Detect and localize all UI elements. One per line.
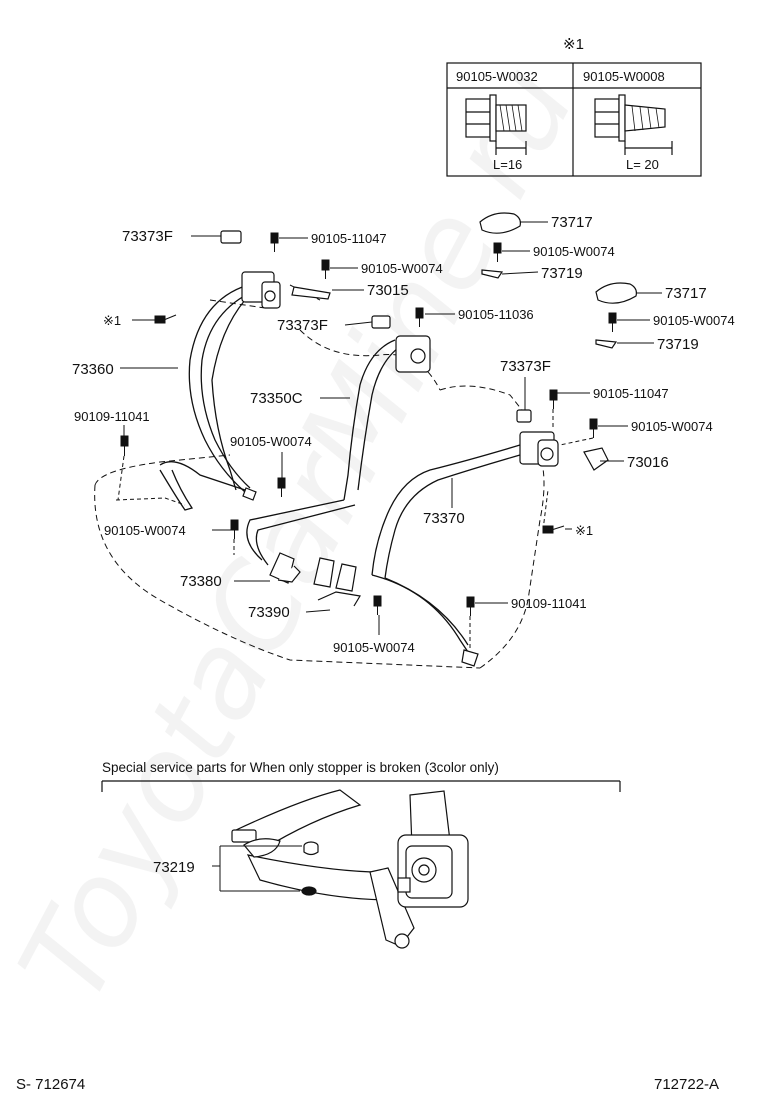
callout-73373F: 73373F bbox=[277, 317, 328, 334]
fastener-table: ※1 90105-W0032 90105-W0008 L=16 L= 20 bbox=[446, 36, 702, 177]
footer-left-code: S- 712674 bbox=[16, 1076, 85, 1093]
leader-lines bbox=[120, 221, 662, 635]
special-section-bracket bbox=[101, 780, 621, 792]
table-length-2: L= 20 bbox=[626, 157, 659, 172]
callout-labels: 73373F 90105-11047 90105-W0074 73015 ※1 … bbox=[72, 214, 735, 655]
table-ref-mark: ※1 bbox=[563, 36, 584, 53]
footer-right-code: 712722-A bbox=[654, 1076, 719, 1093]
callout-73719: 73719 bbox=[541, 265, 583, 282]
callout-73719: 73719 bbox=[657, 336, 699, 353]
callout-90105-W0074: 90105-W0074 bbox=[533, 244, 615, 259]
buckles bbox=[269, 552, 361, 607]
callout-90105-11036: 90105-11036 bbox=[458, 307, 534, 322]
table-length-1: L=16 bbox=[493, 157, 522, 172]
table-part-1: 90105-W0032 bbox=[456, 69, 538, 84]
callout-90105-11047: 90105-11047 bbox=[311, 231, 387, 246]
callout-73370: 73370 bbox=[423, 510, 465, 527]
retractors bbox=[241, 271, 609, 471]
special-service-note: Special service parts for When only stop… bbox=[102, 760, 499, 775]
callout-90105-11047: 90105-11047 bbox=[593, 386, 669, 401]
callout-73016: 73016 bbox=[627, 454, 669, 471]
callout-73373F: 73373F bbox=[500, 358, 551, 375]
callout-ref1-left: ※1 bbox=[103, 313, 121, 328]
callout-90105-W0074: 90105-W0074 bbox=[230, 434, 312, 449]
callout-73717: 73717 bbox=[551, 214, 593, 231]
callout-90105-W0074: 90105-W0074 bbox=[104, 523, 186, 538]
table-part-2: 90105-W0008 bbox=[583, 69, 665, 84]
callout-90105-W0074: 90105-W0074 bbox=[333, 640, 415, 655]
callout-73219: 73219 bbox=[153, 859, 195, 876]
covers bbox=[220, 212, 637, 667]
callout-90105-W0074: 90105-W0074 bbox=[653, 313, 735, 328]
flange-bolt-icon bbox=[465, 94, 527, 155]
callout-90105-W0074: 90105-W0074 bbox=[631, 419, 713, 434]
callout-90105-W0074: 90105-W0074 bbox=[361, 261, 443, 276]
stopper-detail bbox=[231, 789, 469, 949]
seat-belts bbox=[159, 284, 521, 656]
callout-73380: 73380 bbox=[180, 573, 222, 590]
dashed-leaders bbox=[115, 409, 594, 650]
callout-73360: 73360 bbox=[72, 361, 114, 378]
callout-73015: 73015 bbox=[367, 282, 409, 299]
callout-73350C: 73350C bbox=[250, 390, 303, 407]
callout-73373F: 73373F bbox=[122, 228, 173, 245]
callout-73390: 73390 bbox=[248, 604, 290, 621]
callout-90109-11041: 90109-11041 bbox=[74, 409, 150, 424]
callout-ref1-right: ※1 bbox=[575, 523, 593, 538]
callout-73717: 73717 bbox=[665, 285, 707, 302]
callout-90109-11041: 90109-11041 bbox=[511, 596, 587, 611]
p73219-bracket bbox=[212, 845, 302, 892]
flange-bolt-icon bbox=[594, 94, 673, 155]
